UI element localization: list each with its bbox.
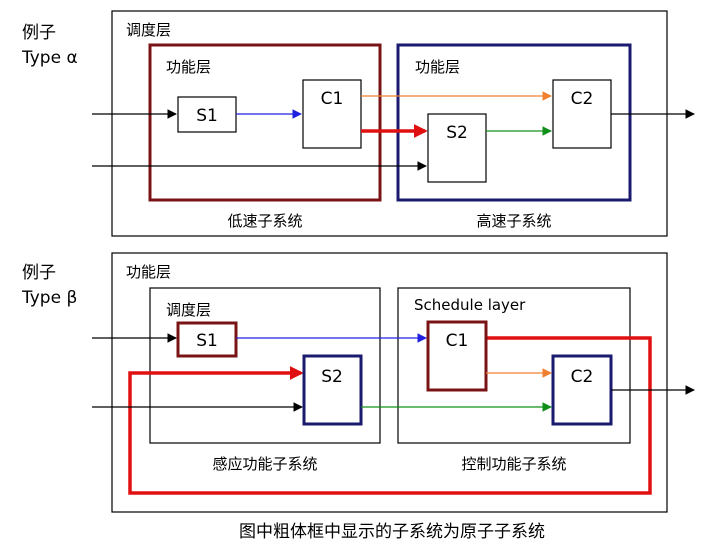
beta-node-s2 — [302, 354, 363, 426]
alpha-node-c2-label: C2 — [571, 89, 594, 109]
beta-node-c2-label: C2 — [571, 367, 594, 387]
beta-c1-to-s2-loop-arrow — [128, 336, 652, 495]
figure-caption: 图中粗体框中显示的子系统为原子子系统 — [239, 522, 545, 542]
alpha-node-s2-label: S2 — [446, 123, 468, 143]
beta-control-caption: 控制功能子系统 — [461, 455, 566, 473]
beta-node-s2-label: S2 — [321, 367, 343, 387]
alpha-node-c2 — [552, 79, 612, 149]
alpha-right-box-label: 功能层 — [415, 58, 460, 76]
beta-outer-frame — [111, 252, 668, 513]
beta-node-s1-label: S1 — [196, 331, 218, 351]
beta-sensing-caption: 感应功能子系统 — [212, 455, 317, 473]
example-beta: 例子 Type β 功能层 调度层 Schedule layer 感应功能子系统… — [21, 252, 695, 513]
beta-right-box-label: Schedule layer — [414, 296, 526, 314]
alpha-node-c1-label: C1 — [321, 89, 344, 109]
beta-outer-label: 功能层 — [126, 263, 171, 281]
alpha-outer-frame — [111, 10, 668, 237]
beta-sensing-subsystem-box — [149, 287, 381, 444]
alpha-node-c1 — [302, 79, 362, 149]
alpha-low-speed-caption: 低速子系统 — [227, 212, 302, 230]
beta-side-label-line2: Type β — [21, 288, 77, 308]
alpha-high-speed-caption: 高速子系统 — [476, 212, 551, 230]
beta-left-box-label: 调度层 — [166, 301, 211, 319]
beta-node-c2 — [551, 354, 613, 426]
alpha-outer-label: 调度层 — [126, 21, 171, 39]
alpha-side-label-line1: 例子 — [22, 23, 56, 43]
alpha-left-box-label: 功能层 — [166, 58, 211, 76]
beta-node-c1-label: C1 — [446, 331, 469, 351]
alpha-high-speed-subsystem-box — [396, 43, 632, 202]
alpha-side-label-line2: Type α — [21, 48, 78, 68]
alpha-node-s1 — [177, 96, 237, 133]
beta-node-c1 — [426, 320, 488, 392]
alpha-low-speed-subsystem-box — [148, 43, 382, 202]
beta-node-s1 — [176, 321, 238, 358]
alpha-node-s2 — [427, 113, 487, 183]
beta-control-subsystem-box — [397, 287, 631, 444]
alpha-node-s1-label: S1 — [196, 106, 218, 126]
beta-side-label-line1: 例子 — [22, 263, 56, 283]
example-alpha: 例子 Type α 调度层 功能层 功能层 低速子系统 高速子系统 S1 C1 … — [21, 10, 695, 237]
